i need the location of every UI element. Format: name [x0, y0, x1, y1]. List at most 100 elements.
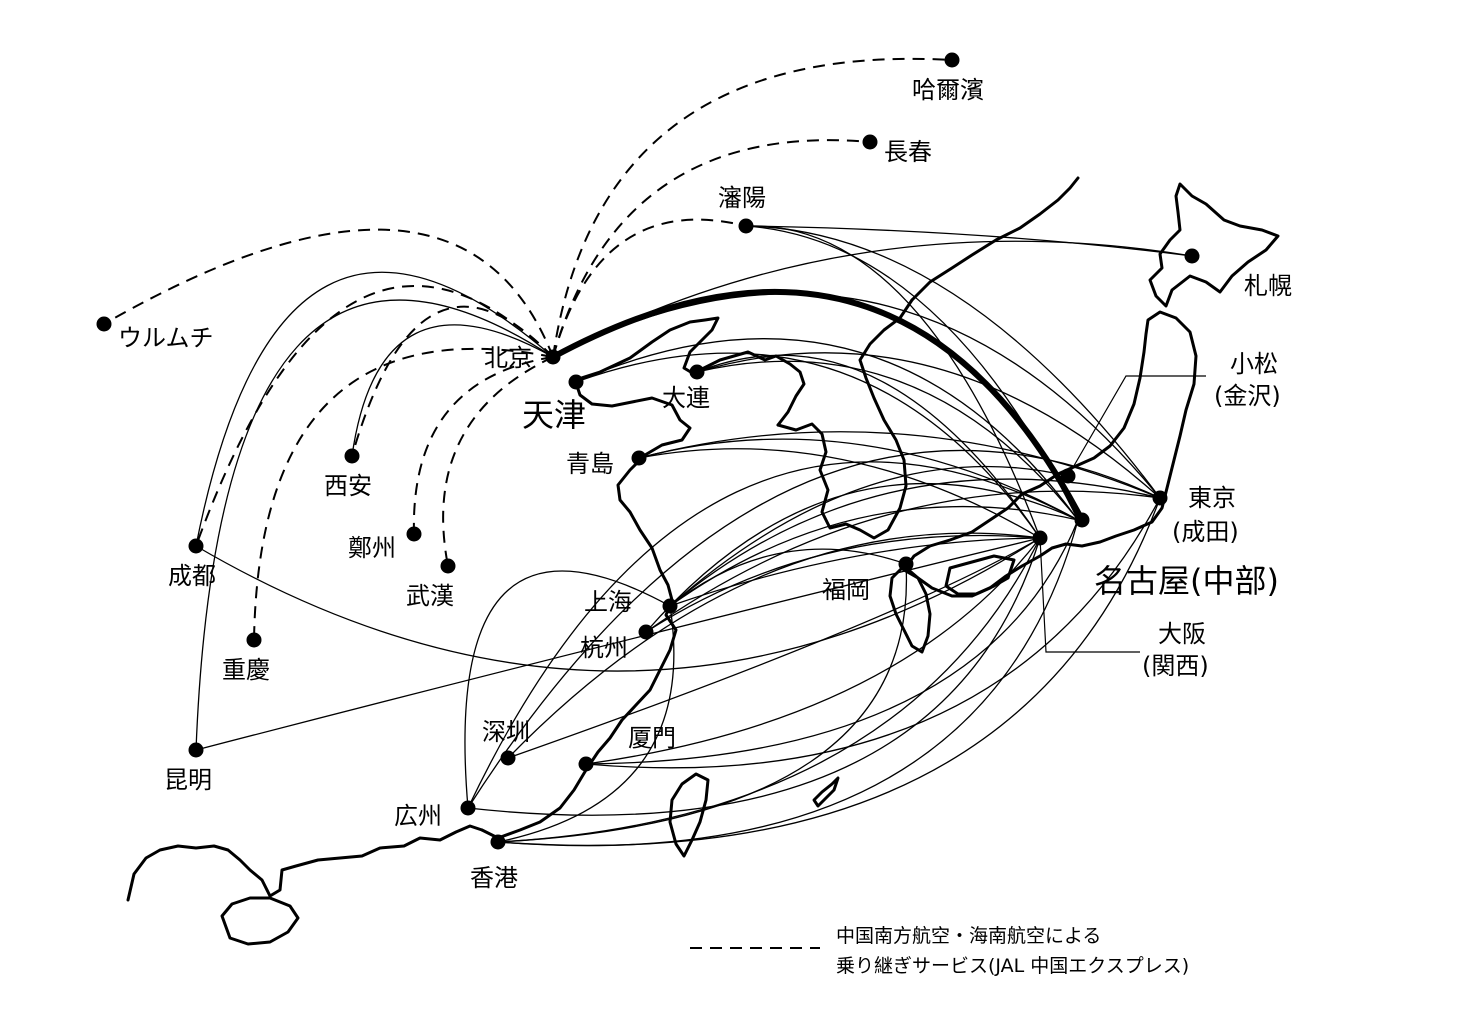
- dot-shenyang[interactable]: [738, 218, 754, 234]
- route-osaka-hongkong: [497, 537, 1041, 843]
- coast-east-china: [480, 598, 678, 840]
- dot-chongqing[interactable]: [246, 632, 262, 648]
- label-fukuoka: 福岡: [822, 576, 870, 604]
- legend-line2: 乗り継ぎサービス(JAL 中国エクスプレス): [836, 955, 1189, 977]
- dot-wuhan[interactable]: [440, 558, 456, 574]
- label-shenyang: 瀋陽: [718, 184, 766, 212]
- label-dalian: 大連: [662, 384, 710, 412]
- route-osaka-shenzhen: [507, 532, 1041, 759]
- route-nagoya-hongkong: [497, 519, 1079, 847]
- label-zhengzhou: 鄭州: [348, 534, 396, 562]
- dot-urumqi[interactable]: [96, 316, 112, 332]
- label-urumqi: ウルムチ: [118, 324, 214, 352]
- label-guangzhou: 広州: [394, 802, 442, 830]
- coast-liaodong: [573, 316, 806, 427]
- dot-shenzhen[interactable]: [500, 750, 516, 766]
- label-tokyo: 東京: [1188, 484, 1236, 512]
- dot-qingdao[interactable]: [631, 450, 647, 466]
- dot-osaka[interactable]: [1032, 530, 1048, 546]
- label-beijing: 北京: [484, 344, 532, 372]
- label-tianjin: 天津: [522, 396, 586, 434]
- route-dashed-changchun: [552, 139, 871, 358]
- dot-guangzhou[interactable]: [460, 800, 476, 816]
- label-chengdu: 成都: [168, 562, 216, 590]
- label-shanghai: 上海: [584, 588, 632, 616]
- route-osaka-chengdu: [195, 537, 1041, 672]
- dot-changchun[interactable]: [862, 134, 878, 150]
- dot-hongkong[interactable]: [490, 834, 506, 850]
- coast-okinawa: [812, 776, 840, 808]
- city-labels: 哈爾濱 長春 瀋陽 ウルムチ 北京 天津 大連 青島 西安 鄭州 武漢 成都 重…: [118, 76, 1292, 892]
- route-beijing-nagoya-main: [551, 289, 1085, 522]
- dot-nagoya[interactable]: [1074, 512, 1090, 528]
- dot-zhengzhou[interactable]: [406, 526, 422, 542]
- coast-korea: [776, 298, 914, 540]
- routes-dashed: [103, 57, 953, 641]
- route-osaka-hangzhou: [645, 534, 1041, 633]
- route-beijing-kunming: [195, 299, 554, 751]
- route-komatsu-shanghai: [669, 465, 1069, 607]
- route-nagoya-hangzhou: [645, 482, 1079, 633]
- coast-hokkaido: [1148, 182, 1280, 308]
- dot-komatsu[interactable]: [1060, 468, 1076, 484]
- route-beijing-xian: [351, 324, 554, 457]
- legend: 中国南方航空・海南航空による 乗り継ぎサービス(JAL 中国エクスプレス): [690, 925, 1189, 977]
- dot-tokyo[interactable]: [1152, 490, 1168, 506]
- dot-chengdu[interactable]: [188, 538, 204, 554]
- label-chongqing: 重慶: [222, 656, 270, 684]
- dot-hangzhou[interactable]: [638, 624, 654, 640]
- route-dashed-urumqi: [103, 228, 554, 358]
- route-osaka-tianjin: [575, 352, 1041, 539]
- route-dashed-harbin: [552, 57, 953, 358]
- route-tokyo-qingdao: [638, 431, 1161, 499]
- route-hongkong-shanghai: [497, 605, 675, 843]
- island-hainan: [220, 896, 300, 946]
- coast-taiwan: [668, 772, 710, 858]
- route-dashed-zhengzhou: [412, 356, 554, 535]
- coast-bohai-shandong: [573, 378, 692, 602]
- route-guangzhou-shanghai: [464, 570, 671, 809]
- label-shenzhen: 深圳: [482, 718, 530, 746]
- dot-kunming[interactable]: [188, 742, 204, 758]
- route-dashed-shenyang: [552, 218, 747, 358]
- dot-shanghai[interactable]: [662, 598, 678, 614]
- label-sapporo: 札幌: [1244, 272, 1292, 300]
- dot-tianjin[interactable]: [568, 374, 584, 390]
- route-dashed-chengdu: [195, 285, 554, 547]
- coast-honshu: [902, 310, 1198, 598]
- dot-sapporo[interactable]: [1184, 248, 1200, 264]
- dot-dalian[interactable]: [689, 364, 705, 380]
- route-tokyo-xiamen: [585, 497, 1161, 769]
- dot-beijing[interactable]: [545, 349, 561, 365]
- routes-osaka: [195, 225, 1041, 843]
- coast-primorye: [910, 176, 1080, 302]
- route-tokyo-dalian: [696, 352, 1161, 499]
- label-tokyo-sub: (成田): [1172, 518, 1239, 546]
- label-nagoya: 名古屋(中部): [1094, 562, 1279, 600]
- route-dashed-chongqing: [253, 347, 554, 641]
- city-dots: [96, 52, 1200, 850]
- dot-fukuoka[interactable]: [898, 556, 914, 572]
- dot-harbin[interactable]: [944, 52, 960, 68]
- coast-south-china: [126, 824, 484, 902]
- route-nagoya-qingdao: [638, 438, 1079, 521]
- route-fukuoka-shanghai: [669, 548, 907, 607]
- label-wuhan: 武漢: [406, 582, 454, 610]
- coast-kyushu: [888, 564, 932, 654]
- route-nagoya-xiamen: [585, 519, 1079, 765]
- route-osaka-guangzhou: [467, 537, 1041, 816]
- route-tokyo-shenyang: [745, 225, 1161, 499]
- label-komatsu: 小松: [1230, 350, 1278, 378]
- route-shenyang-sapporo: [745, 225, 1193, 257]
- dot-xiamen[interactable]: [578, 756, 594, 772]
- dot-xian[interactable]: [344, 448, 360, 464]
- route-shenzhen-osaka-2: [507, 537, 1041, 759]
- route-osaka-xiamen: [585, 537, 1041, 765]
- route-nagoya-shanghai: [669, 505, 1079, 607]
- route-tokyo-shanghai: [669, 478, 1161, 607]
- leader-lines: [1039, 375, 1206, 653]
- leader-komatsu: [1067, 375, 1206, 477]
- route-osaka-kunming: [195, 537, 1041, 751]
- label-kunming: 昆明: [164, 766, 212, 794]
